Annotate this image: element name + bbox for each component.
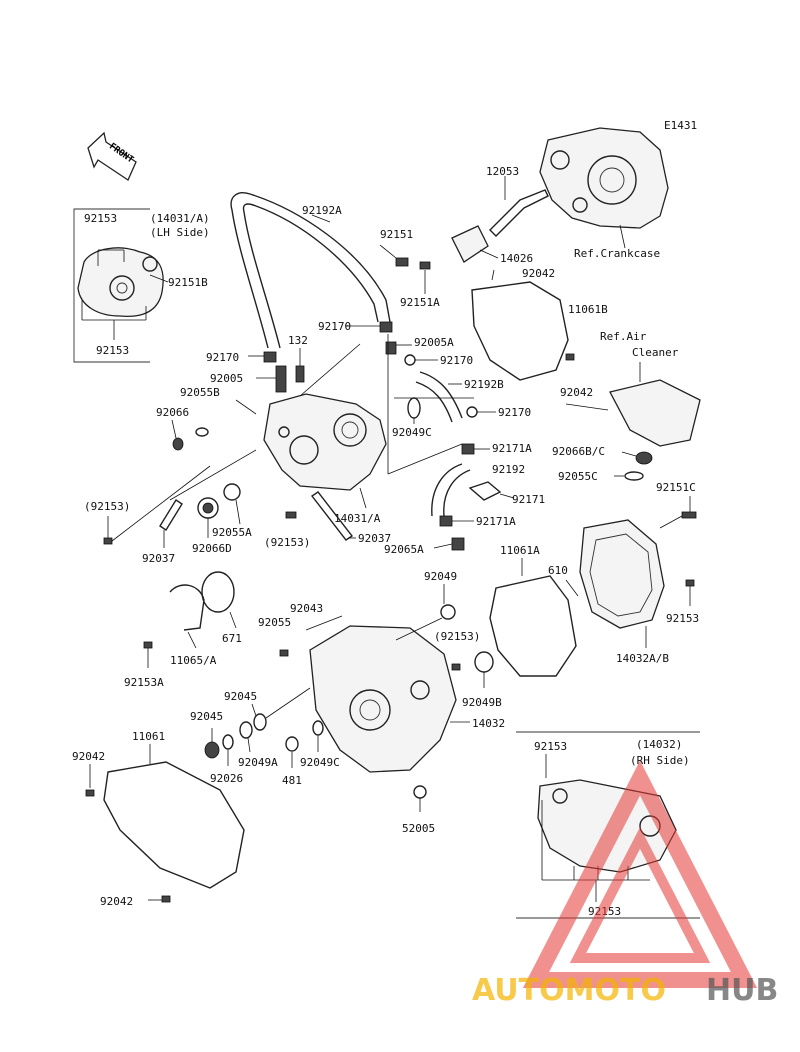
watermark-brand-b: HUB bbox=[706, 973, 778, 1008]
label-92170-c: 92170 bbox=[206, 351, 239, 364]
label-92055C: 92055C bbox=[558, 470, 598, 483]
gasket-11061: 11061 92042 92042 bbox=[72, 730, 245, 908]
label-671: 671 bbox=[222, 632, 242, 645]
seal-92049C-top: 92049C 92171A 92192 bbox=[392, 397, 532, 476]
label-92153-paren3: (92153) bbox=[434, 630, 480, 643]
label-92037-b: 92037 bbox=[358, 532, 391, 545]
rh-detail-group: (14032) bbox=[636, 738, 682, 751]
label-92151C: 92151C bbox=[656, 481, 696, 494]
seals-92045: 92045 92049A 92045 92026 481 92049C bbox=[190, 687, 340, 787]
lh-small-parts: (92153) 92037 92066D 92055A (92153) 9203… bbox=[84, 465, 391, 565]
rh-outer-cover-14032AB: 92151C 610 92153 14032A/B bbox=[548, 481, 699, 665]
label-92042-r: 92042 bbox=[560, 386, 593, 399]
label-132: 132 bbox=[288, 334, 308, 347]
label-52005: 52005 bbox=[402, 822, 435, 835]
label-92192: 92192 bbox=[492, 463, 525, 476]
label-92151: 92151 bbox=[380, 228, 413, 241]
label-92170-b: 92170 bbox=[440, 354, 473, 367]
label-92049B: 92049B bbox=[462, 696, 502, 709]
ref-air: Ref.Air bbox=[600, 330, 647, 343]
label-92066BC: 92066B/C bbox=[552, 445, 605, 458]
watermark-brand-a: AUTOMOTO bbox=[472, 973, 666, 1008]
label-92043: 92043 bbox=[290, 602, 323, 615]
label-92170-a: 92170 bbox=[318, 320, 351, 333]
label-14032AB: 14032A/B bbox=[616, 652, 669, 665]
crankcase-reference: Ref.Crankcase bbox=[539, 127, 669, 260]
label-92192A: 92192A bbox=[302, 204, 342, 217]
watermark-logo-text: AUTOMOTO HUB bbox=[472, 973, 778, 1008]
label-92171A-b: 92171A bbox=[476, 515, 516, 528]
label-92151A: 92151A bbox=[400, 296, 440, 309]
plugs-92066BC: 92066B/C 92055C bbox=[552, 445, 653, 483]
label-92055B: 92055B bbox=[180, 386, 220, 399]
label-92026: 92026 bbox=[210, 772, 243, 785]
label-11061A: 11061A bbox=[500, 544, 540, 557]
label-92192B: 92192B bbox=[464, 378, 504, 391]
label-92049: 92049 bbox=[424, 570, 457, 583]
label-14031A: 14031/A bbox=[334, 512, 381, 525]
lh-detail-bottom: 92153 bbox=[96, 344, 129, 357]
label-92005: 92005 bbox=[210, 372, 243, 385]
label-92045-a: 92045 bbox=[224, 690, 257, 703]
lh-detail-group: (14031/A) bbox=[150, 212, 210, 225]
hose-92192A: 92192A bbox=[230, 192, 391, 349]
lh-side-detail: 92153 (14031/A) (LH Side) 92151B 92153 bbox=[73, 208, 210, 363]
label-11061: 11061 bbox=[132, 730, 165, 743]
gasket-11061A: 11061A bbox=[489, 544, 577, 677]
connection-lines bbox=[169, 334, 609, 641]
label-92065A: 92065A bbox=[384, 543, 424, 556]
label-92171: 92171 bbox=[512, 493, 545, 506]
label-12053: 12053 bbox=[486, 165, 519, 178]
label-92153-r: 92153 bbox=[666, 612, 699, 625]
ref-cleaner: Cleaner bbox=[632, 346, 679, 359]
label-92042-b: 92042 bbox=[100, 895, 133, 908]
label-92066: 92066 bbox=[156, 406, 189, 419]
label-92153-paren: (92153) bbox=[84, 500, 130, 513]
label-92153A: 92153A bbox=[124, 676, 164, 689]
label-92049C-top: 92049C bbox=[392, 426, 432, 439]
label-92049C: 92049C bbox=[300, 756, 340, 769]
label-92171A-top: 92171A bbox=[492, 442, 532, 455]
gasket-11061B: 92042 11061B bbox=[471, 267, 608, 381]
automotohub-watermark bbox=[522, 760, 758, 988]
chain-guide: 12053 14026 92151 92151A bbox=[379, 165, 549, 309]
label-14032: 14032 bbox=[472, 717, 505, 730]
rh-inner-cover-14032: 92043 92055 92049 (92153) 92049B 14032 bbox=[258, 570, 505, 773]
label-14026: 14026 bbox=[500, 252, 533, 265]
label-92042-l: 92042 bbox=[72, 750, 105, 763]
label-92066D: 92066D bbox=[192, 542, 232, 555]
front-arrow-icon: FRONT bbox=[87, 131, 137, 181]
label-92055A: 92055A bbox=[212, 526, 252, 539]
label-92005A: 92005A bbox=[414, 336, 454, 349]
lh-detail-part: 92153 bbox=[84, 212, 117, 225]
rh-detail-part: 92153 bbox=[534, 740, 567, 753]
hose-fittings: 92170 92005A 92170 92170 92005 132 bbox=[206, 320, 473, 393]
lh-cover-14031A: 92055B 92066 14031/A bbox=[156, 386, 387, 525]
hose-92192: 92171 92171A 92065A bbox=[384, 463, 545, 556]
hose-92192B: 92192B 92170 bbox=[415, 371, 531, 423]
label-92045-b: 92045 bbox=[190, 710, 223, 723]
diagram-id: E1431 bbox=[664, 119, 697, 132]
air-cleaner-reference: Ref.Air Cleaner 92042 bbox=[560, 330, 701, 447]
gasket-11065A: 671 11065/A 92153A bbox=[124, 571, 242, 689]
lh-detail-side: (LH Side) bbox=[150, 226, 210, 239]
lh-detail-bolt: 92151B bbox=[168, 276, 208, 289]
label-92153-paren2: (92153) bbox=[264, 536, 310, 549]
ref-crankcase: Ref.Crankcase bbox=[574, 247, 660, 260]
dowel-52005: 52005 bbox=[402, 785, 435, 835]
label-92170-d: 92170 bbox=[498, 406, 531, 419]
label-11065A: 11065/A bbox=[170, 654, 217, 667]
label-481: 481 bbox=[282, 774, 302, 787]
label-92042-top: 92042 bbox=[522, 267, 555, 280]
label-11061B: 11061B bbox=[568, 303, 608, 316]
label-92055: 92055 bbox=[258, 616, 291, 629]
label-92049A: 92049A bbox=[238, 756, 278, 769]
label-92037-a: 92037 bbox=[142, 552, 175, 565]
rh-detail-side: (RH Side) bbox=[630, 754, 690, 767]
label-610: 610 bbox=[548, 564, 568, 577]
